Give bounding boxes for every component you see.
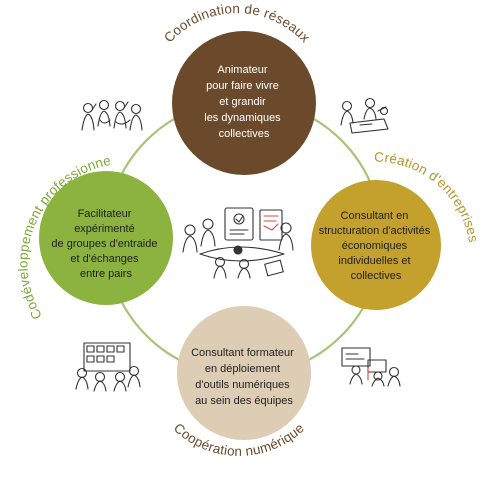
circle-right-text: Consultant en structuration d'activités … — [319, 210, 434, 282]
workshop-sketch-icon — [182, 207, 294, 279]
circle-top-text: Animateur pour faire vivre et grandir le… — [204, 64, 284, 140]
circle-top — [172, 31, 316, 175]
circle-bottom — [177, 306, 311, 440]
people-at-table-sketch-icon — [340, 97, 389, 134]
group-meeting-sketch-icon — [81, 99, 143, 131]
circle-bottom-text: Consultant formateur en déploiement d'ou… — [191, 347, 297, 407]
postit-board-sketch-icon — [75, 342, 141, 392]
screens-team-sketch-icon — [341, 347, 401, 387]
circle-left — [39, 171, 173, 305]
circle-left-text: Facilitateur expérimenté de groupes d'en… — [51, 208, 160, 280]
circle-right — [311, 180, 441, 310]
